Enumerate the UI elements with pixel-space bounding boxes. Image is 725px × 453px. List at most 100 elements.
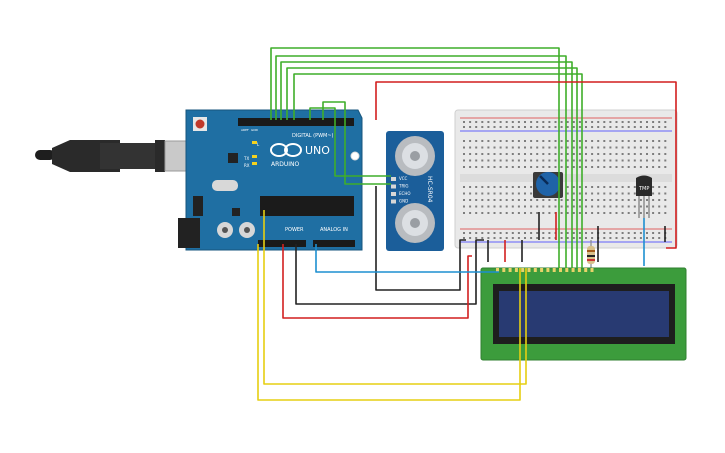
breadboard-hole <box>487 199 490 201</box>
breadboard-hole <box>469 205 472 208</box>
breadboard-hole <box>554 199 557 201</box>
breadboard-hole <box>633 153 636 155</box>
breadboard-hole <box>517 146 520 149</box>
breadboard-hole <box>463 146 465 149</box>
breadboard-hole <box>475 153 478 155</box>
breadboard-hole <box>530 205 533 208</box>
breadboard-hole <box>481 126 484 128</box>
breadboard-hole <box>664 186 667 188</box>
breadboard-hole <box>639 140 642 142</box>
breadboard-hole <box>615 166 618 168</box>
breadboard-hole <box>560 237 563 239</box>
breadboard-hole <box>591 153 594 155</box>
lcd-pin <box>584 268 588 272</box>
breadboard-hole <box>633 212 636 214</box>
breadboard-hole <box>548 146 551 149</box>
breadboard-hole <box>658 237 661 239</box>
breadboard-hole <box>511 212 514 214</box>
breadboard-hole <box>603 166 606 168</box>
breadboard-hole <box>548 126 551 128</box>
lcd-pin <box>565 268 569 272</box>
breadboard-hole <box>627 199 630 201</box>
usb-cable <box>35 140 206 172</box>
breadboard-hole <box>499 237 502 239</box>
breadboard-hole <box>560 232 563 234</box>
breadboard-hole <box>664 192 667 195</box>
breadboard-hole <box>499 126 502 128</box>
breadboard-hole <box>469 237 472 239</box>
breadboard-hole <box>536 199 539 201</box>
breadboard-hole <box>524 232 526 234</box>
breadboard-hole <box>475 166 478 168</box>
breadboard-hole <box>639 212 642 214</box>
breadboard-hole <box>499 199 502 201</box>
breadboard-hole <box>627 232 630 234</box>
breadboard-hole <box>658 159 661 162</box>
breadboard-hole <box>633 166 636 168</box>
breadboard-hole <box>585 126 587 128</box>
breadboard-hole <box>566 192 569 195</box>
breadboard-hole <box>566 237 569 239</box>
breadboard-hole <box>511 192 514 195</box>
breadboard-hole <box>621 126 624 128</box>
led-l-label: L <box>257 142 260 147</box>
breadboard-hole <box>517 166 520 168</box>
breadboard-hole <box>560 205 563 208</box>
breadboard-hole <box>627 212 630 214</box>
breadboard-hole <box>615 205 618 208</box>
breadboard-hole <box>530 192 533 195</box>
breadboard-hole <box>548 121 551 123</box>
breadboard-hole <box>487 166 490 168</box>
breadboard-hole <box>524 212 526 214</box>
breadboard-hole <box>664 212 667 214</box>
breadboard-hole <box>627 153 630 155</box>
breadboard-hole <box>548 232 551 234</box>
breadboard-hole <box>585 232 587 234</box>
breadboard-hole <box>597 205 600 208</box>
lcd-pin <box>590 268 594 272</box>
breadboard-hole <box>639 126 642 128</box>
breadboard-hole <box>591 205 594 208</box>
breadboard-hole <box>646 126 648 128</box>
breadboard-hole <box>517 121 520 123</box>
breadboard-hole <box>572 166 575 168</box>
breadboard-hole <box>591 186 594 188</box>
breadboard-hole <box>469 232 472 234</box>
breadboard-hole <box>554 205 557 208</box>
analog-label: ANALOG IN <box>320 227 348 233</box>
breadboard-hole <box>524 186 526 188</box>
breadboard-hole <box>639 121 642 123</box>
ultrasonic-model: HC-SR04 <box>426 176 433 203</box>
breadboard-hole <box>536 140 539 142</box>
breadboard-hole <box>591 237 594 239</box>
breadboard-hole <box>597 166 600 168</box>
breadboard-hole <box>609 212 612 214</box>
breadboard-hole <box>652 146 655 149</box>
breadboard-hole <box>524 192 526 195</box>
breadboard-hole <box>524 126 526 128</box>
breadboard-hole <box>627 205 630 208</box>
breadboard-hole <box>517 199 520 201</box>
breadboard-hole <box>536 232 539 234</box>
breadboard-hole <box>664 126 667 128</box>
breadboard-hole <box>621 199 624 201</box>
breadboard-hole <box>499 121 502 123</box>
breadboard-hole <box>493 212 496 214</box>
breadboard-hole <box>658 126 661 128</box>
breadboard-hole <box>566 153 569 155</box>
breadboard-hole <box>481 192 484 195</box>
breadboard-hole <box>517 186 520 188</box>
breadboard-hole <box>493 121 496 123</box>
breadboard-hole <box>493 186 496 188</box>
breadboard-hole <box>639 199 642 201</box>
breadboard-hole <box>646 166 648 168</box>
breadboard-hole <box>621 186 624 188</box>
breadboard-hole <box>548 159 551 162</box>
breadboard-hole <box>536 159 539 162</box>
arduino-model: UNO <box>305 144 330 157</box>
breadboard-hole <box>627 192 630 195</box>
breadboard-hole <box>463 153 465 155</box>
breadboard-hole <box>511 126 514 128</box>
breadboard-hole <box>603 121 606 123</box>
